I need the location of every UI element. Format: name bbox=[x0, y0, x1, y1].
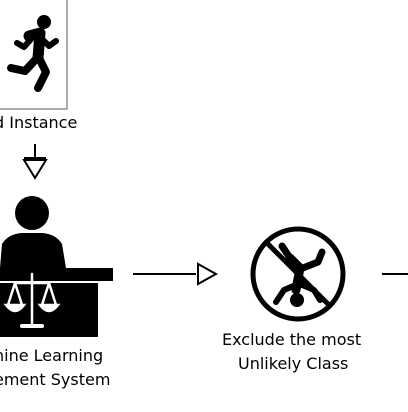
input-instance-node bbox=[0, 0, 68, 110]
ml-system-label-line2: ement System bbox=[0, 370, 111, 389]
right-arrow-1 bbox=[133, 262, 219, 286]
judge-scales-icon bbox=[0, 196, 113, 337]
down-arrow bbox=[22, 144, 48, 180]
prohibited-falling-person-icon bbox=[250, 226, 346, 322]
exclude-label-line2: Unlikely Class bbox=[238, 354, 349, 373]
input-instance-label: d Instance bbox=[0, 113, 78, 132]
running-person-icon bbox=[7, 15, 59, 92]
exclude-label-line1: Exclude the most bbox=[222, 330, 362, 349]
ml-system-label-line1: hine Learning bbox=[0, 346, 104, 365]
